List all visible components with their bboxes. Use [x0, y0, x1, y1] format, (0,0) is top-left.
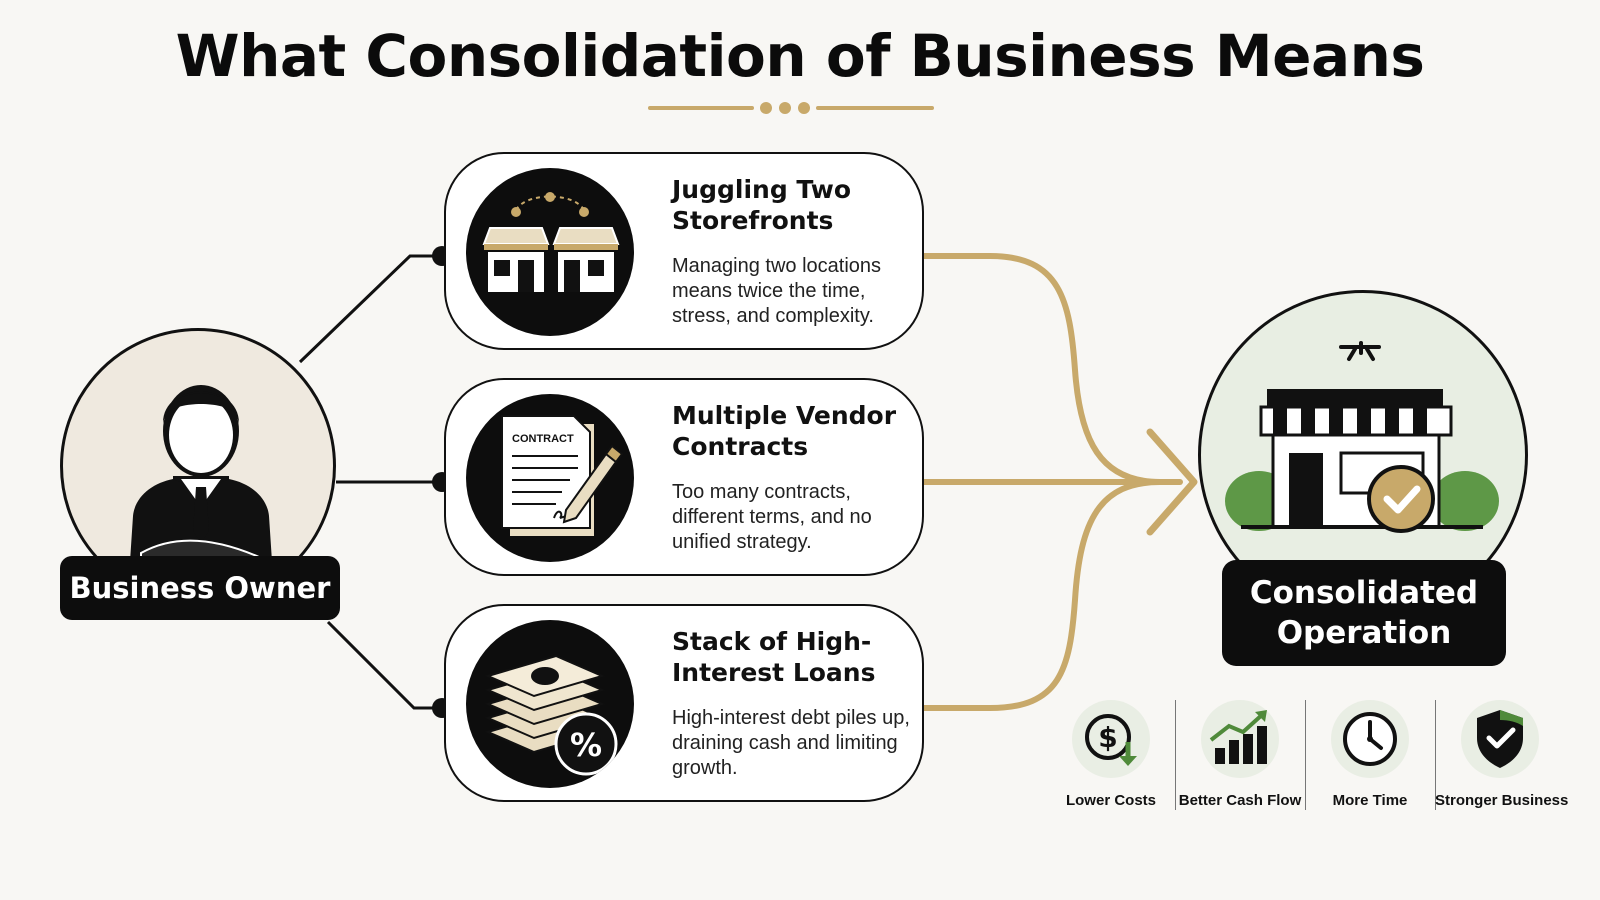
shield-check-icon — [1461, 700, 1539, 778]
problem-card-loans: % Stack of High-Interest Loans High-inte… — [444, 604, 924, 802]
benefit-label: Stronger Business — [1435, 792, 1569, 809]
benefit-label: More Time — [1332, 792, 1408, 809]
consolidated-operation-label-line1: Consolidated — [1249, 575, 1479, 611]
benefit-better-cash-flow: Better Cash Flow — [1175, 700, 1305, 809]
benefit-label: Lower Costs — [1065, 792, 1156, 809]
arrow-path-top — [921, 253, 1163, 485]
page-title: What Consolidation of Business Means — [175, 22, 1425, 90]
two-storefronts-icon — [466, 168, 634, 336]
benefit-stronger-business: Stronger Business — [1435, 700, 1569, 809]
consolidated-operation-label-line2: Operation — [1276, 615, 1452, 651]
problem-title: Multiple Vendor Contracts — [672, 401, 897, 461]
percent-icon-text: % — [570, 726, 602, 764]
problem-title: Stack of High-Interest Loans — [672, 627, 876, 687]
consolidated-operation-label: Consolidated Operation — [1222, 560, 1506, 666]
dollar-down-icon: $ — [1072, 700, 1150, 778]
benefit-divider — [1305, 700, 1306, 810]
bar-chart-up-icon — [1201, 700, 1279, 778]
problem-card-contracts: CONTRACT Multiple Vendor Contracts Too m… — [444, 378, 924, 576]
benefit-more-time: More Time — [1305, 700, 1435, 809]
contract-icon-text: CONTRACT — [512, 433, 574, 445]
storefront-check-icon — [1225, 341, 1499, 533]
benefit-lower-costs: $ Lower Costs — [1046, 700, 1176, 809]
problem-description: High-interest debt piles up, draining ca… — [672, 707, 910, 779]
contract-icon: CONTRACT — [466, 394, 634, 562]
problem-title: Juggling Two Storefronts — [672, 175, 852, 235]
svg-text:$: $ — [1098, 721, 1117, 754]
benefit-divider — [1435, 700, 1436, 810]
arrow-path-bottom — [921, 479, 1163, 711]
connector-owner-to-storefronts — [298, 254, 444, 364]
arrow-head — [1146, 428, 1198, 536]
benefit-divider — [1175, 700, 1176, 810]
problem-card-storefronts: Juggling Two Storefronts Managing two lo… — [444, 152, 924, 350]
clock-icon — [1331, 700, 1409, 778]
problem-description: Too many contracts, different terms, and… — [672, 481, 872, 553]
problem-description: Managing two locations means twice the t… — [672, 255, 882, 327]
business-owner-label: Business Owner — [60, 556, 340, 620]
title-ornament — [648, 102, 934, 114]
money-stack-percent-icon: % — [466, 620, 634, 788]
connector-owner-to-loans — [326, 620, 444, 710]
benefit-label: Better Cash Flow — [1178, 792, 1302, 809]
